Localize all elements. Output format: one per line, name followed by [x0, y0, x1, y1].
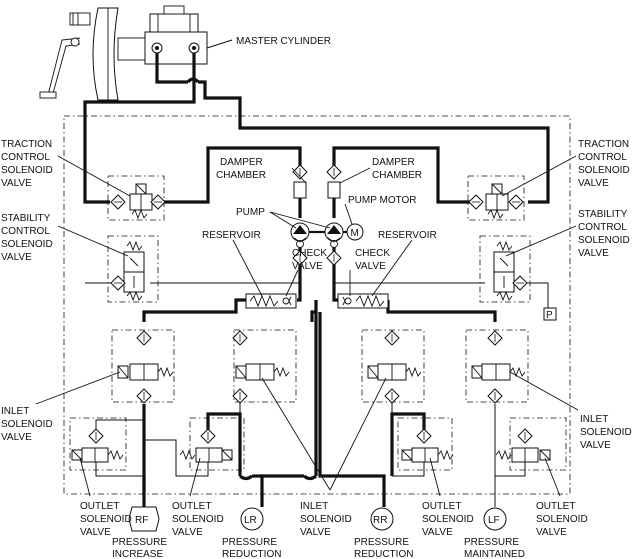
- traction-right-l3: SOLENOID: [578, 165, 630, 176]
- outlet-4-l3: VALVE: [536, 527, 567, 538]
- inlet-valve-center-left: [232, 329, 297, 404]
- master-cylinder-assembly: [39, 5, 233, 101]
- inlet-right-l3: VALVE: [580, 440, 611, 451]
- traction-left-l2: CONTROL: [1, 152, 50, 163]
- traction-valve-left: [107, 175, 166, 221]
- wheel-rr: RR: [370, 492, 394, 531]
- pressure-switch: [543, 307, 557, 321]
- traction-valve-right: [467, 175, 525, 221]
- wheel-rr-caption-l1: PRESSURE: [354, 537, 409, 548]
- reservoir-left-label: RESERVOIR: [202, 230, 261, 241]
- wheel-lr-caption-l2: REDUCTION: [222, 549, 281, 559]
- pump-motor: M: [346, 223, 364, 241]
- damper-chamber-left: [292, 164, 308, 199]
- pressure-switch-label: P: [546, 310, 553, 321]
- stability-right-l3: SOLENOID: [578, 235, 630, 246]
- damper-right-l2: CHAMBER: [372, 170, 422, 181]
- traction-left-l1: TRACTION: [1, 139, 52, 150]
- inlet-valve-rf-right: [465, 329, 529, 404]
- motor-symbol: M: [351, 228, 359, 239]
- stability-left-l2: CONTROL: [1, 226, 50, 237]
- traction-right-l1: TRACTION: [578, 139, 629, 150]
- wheel-rr-caption-l2: REDUCTION: [354, 549, 413, 559]
- traction-right-l2: CONTROL: [578, 152, 627, 163]
- outlet-1-l2: SOLENOID: [80, 514, 132, 525]
- reservoir-right-label: RESERVOIR: [378, 230, 437, 241]
- inlet-center-l2: SOLENOID: [300, 514, 352, 525]
- stability-valve-right: [479, 235, 531, 303]
- stability-valve-left: [107, 235, 159, 303]
- inlet-left-l3: VALVE: [1, 432, 32, 443]
- wheel-rf-caption-l2: INCREASE: [112, 549, 163, 559]
- inlet-right-l1: INLET: [580, 414, 608, 425]
- inlet-right-l2: SOLENOID: [580, 427, 632, 438]
- pump-motor-label: PUMP MOTOR: [348, 195, 417, 206]
- outlet-2-l3: VALVE: [172, 527, 203, 538]
- stability-right-l4: VALVE: [578, 248, 609, 259]
- outlet-valve-4: [495, 417, 567, 471]
- stability-left-l3: SOLENOID: [1, 239, 53, 250]
- check-left-l2: VALVE: [292, 261, 323, 272]
- stability-left-l1: STABILITY: [1, 213, 51, 224]
- inlet-center-l1: INLET: [300, 501, 328, 512]
- pump-left: [290, 222, 310, 242]
- outlet-3-l3: VALVE: [422, 527, 453, 538]
- outlet-valve-3: [397, 417, 454, 471]
- damper-left-l1: DAMPER: [220, 157, 263, 168]
- hcu-outline: [63, 115, 571, 495]
- wheel-rf-code: RF: [135, 515, 148, 526]
- stability-right-l2: CONTROL: [578, 222, 627, 233]
- master-cylinder-label: MASTER CYLINDER: [236, 36, 331, 47]
- outlet-3-l2: SOLENOID: [422, 514, 474, 525]
- outlet-valve-1: [69, 417, 127, 471]
- leader-lines: [35, 155, 579, 497]
- wheel-rf-caption-l1: PRESSURE: [112, 537, 167, 548]
- inlet-left-l1: INLET: [1, 406, 29, 417]
- inlet-valve-lf-left: [111, 329, 175, 404]
- outlet-1-l3: VALVE: [80, 527, 111, 538]
- inlet-center-l3: VALVE: [300, 527, 331, 538]
- wheel-lr: LR: [240, 490, 264, 531]
- outlet-4-l2: SOLENOID: [536, 514, 588, 525]
- brake-lines: [83, 53, 550, 492]
- outlet-4-l1: OUTLET: [536, 501, 575, 512]
- wheel-lf-caption-l2: MAINTAINED: [464, 549, 525, 559]
- wheel-rr-code: RR: [373, 515, 387, 526]
- check-right-l2: VALVE: [355, 261, 386, 272]
- stability-left-l4: VALVE: [1, 252, 32, 263]
- reservoir-right: [337, 293, 389, 309]
- pump-label: PUMP: [236, 207, 265, 218]
- wheel-lf-code: LF: [488, 515, 500, 526]
- outlet-1-l1: OUTLET: [80, 501, 119, 512]
- damper-left-l2: CHAMBER: [216, 170, 266, 181]
- outlet-3-l1: OUTLET: [422, 501, 461, 512]
- wheel-lr-code: LR: [244, 515, 257, 526]
- wheel-lf: LF: [483, 476, 507, 531]
- traction-left-l4: VALVE: [1, 178, 32, 189]
- stability-right-l1: STABILITY: [578, 209, 628, 220]
- outlet-2-l2: SOLENOID: [172, 514, 224, 525]
- reservoir-left: [245, 293, 297, 309]
- pump-right: [324, 222, 344, 242]
- damper-chamber-right: [326, 164, 342, 199]
- return-lines: [85, 282, 549, 477]
- check-left-l1: CHECK: [292, 248, 327, 259]
- wheel-lf-caption-l1: PRESSURE: [464, 537, 519, 548]
- outlet-valve-2: [179, 417, 245, 471]
- outlet-2-l1: OUTLET: [172, 501, 211, 512]
- traction-left-l3: SOLENOID: [1, 165, 53, 176]
- damper-right-l1: DAMPER: [372, 157, 415, 168]
- inlet-left-l2: SOLENOID: [1, 419, 53, 430]
- check-right-l1: CHECK: [355, 248, 390, 259]
- inlet-valve-center-right: [361, 329, 425, 404]
- traction-right-l4: VALVE: [578, 178, 609, 189]
- wheel-rf: RF: [128, 476, 160, 532]
- wheel-lr-caption-l1: PRESSURE: [222, 537, 277, 548]
